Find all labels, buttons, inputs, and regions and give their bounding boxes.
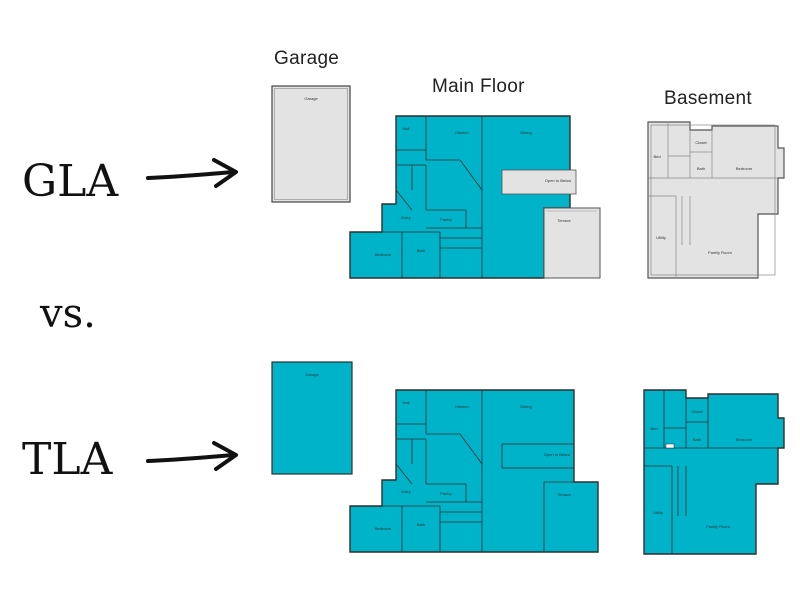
room-label: Bath: [417, 522, 425, 527]
room-label: Closet: [695, 140, 707, 145]
tla-label: TLA: [22, 434, 113, 485]
room-label: Bath: [693, 437, 701, 442]
basement-title: Basement: [664, 88, 752, 109]
room-label: Bath: [417, 248, 425, 253]
garage-title: Garage: [274, 48, 340, 69]
room-label: Bedroom: [375, 252, 392, 257]
room-label: Entry: [401, 215, 410, 220]
room-label: Open to Below: [545, 178, 571, 183]
room-label: Bed: [650, 426, 657, 431]
room-label: Pantry: [440, 491, 452, 496]
room-label: Hall: [403, 400, 410, 405]
main-floor-title: Main Floor: [432, 76, 525, 97]
room-label: Bath: [697, 166, 705, 171]
room-label: Bed: [653, 154, 660, 159]
tla-main-floor-plan: Hall Kitchen Dining Open to Below Entry …: [349, 389, 599, 553]
room-label: Garage: [304, 96, 318, 101]
tla-basement-plan: Bed Closet Bath Bedroom Utility Family R…: [643, 389, 785, 555]
room-label: Dining: [520, 404, 531, 409]
gla-basement-plan: Bed Closet Bath Bedroom Utility Family R…: [647, 121, 785, 279]
room-label: Bedroom: [375, 526, 392, 531]
gla-main-floor-plan: Hall Kitchen Dining Open to Below Entry …: [349, 115, 577, 279]
room-label: Bedroom: [736, 166, 753, 171]
room-label: Bedroom: [736, 437, 753, 442]
vs-label: vs.: [40, 291, 96, 337]
room-label: Open to Below: [544, 452, 570, 457]
room-label: Terrace: [557, 218, 571, 223]
room-label: Entry: [401, 489, 410, 494]
room-label: Garage: [305, 372, 319, 377]
gla-label: GLA: [22, 156, 119, 207]
room-label: Closet: [691, 409, 703, 414]
tla-arrow-icon: [146, 441, 238, 471]
gla-garage-plan: Garage: [271, 85, 351, 203]
gla-terrace-plan: Terrace: [543, 207, 601, 279]
room-label: Pantry: [440, 217, 452, 222]
room-label: Hall: [403, 126, 410, 131]
room-label: Utility: [653, 510, 663, 515]
room-label: Kitchen: [455, 404, 468, 409]
room-label: Terrace: [557, 492, 571, 497]
room-label: Family Room: [708, 250, 732, 255]
tla-garage-plan: Garage: [271, 361, 353, 475]
room-label: Family Room: [706, 524, 730, 529]
room-label: Dining: [520, 130, 531, 135]
gla-arrow-icon: [146, 158, 238, 188]
room-label: Kitchen: [455, 130, 468, 135]
room-label: Utility: [656, 235, 666, 240]
